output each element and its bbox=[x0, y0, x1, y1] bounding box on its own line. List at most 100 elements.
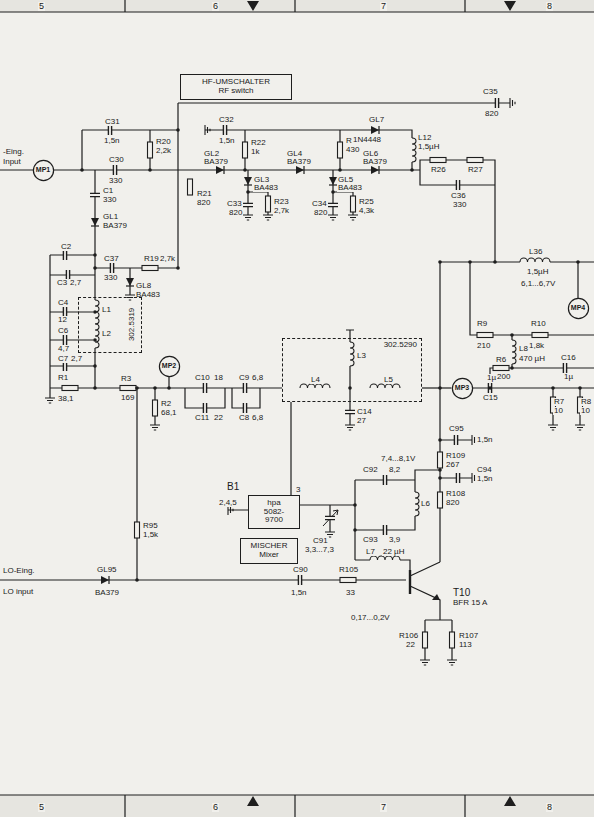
components-part bbox=[371, 166, 379, 174]
component-label: 430 bbox=[345, 146, 360, 154]
component-label: L7 bbox=[365, 548, 376, 556]
component-label: 22 bbox=[213, 414, 224, 422]
component-label: C8 bbox=[238, 414, 250, 422]
ground-symbols-part bbox=[575, 425, 585, 430]
components-part bbox=[298, 574, 301, 586]
ground-symbols-part bbox=[548, 425, 558, 430]
component-label: GL1 bbox=[102, 213, 119, 221]
component-label: R19 bbox=[143, 255, 160, 263]
component-label: C90 bbox=[292, 566, 309, 574]
junction-dots-part bbox=[353, 528, 357, 532]
components-part bbox=[300, 384, 330, 390]
components-part bbox=[370, 384, 400, 390]
component-label: R3 bbox=[120, 375, 132, 383]
components-part bbox=[203, 382, 206, 394]
components-part bbox=[142, 266, 158, 271]
component-label: C16 bbox=[560, 354, 577, 362]
node-text: MP1 bbox=[36, 166, 50, 174]
component-label: 267 bbox=[445, 461, 460, 469]
ground-symbols-part bbox=[205, 125, 210, 135]
component-label: BFR 15 A bbox=[452, 599, 488, 607]
components-part bbox=[91, 218, 99, 226]
component-label: 27 bbox=[356, 417, 367, 425]
component-label: C95 bbox=[448, 425, 465, 433]
components-part bbox=[94, 324, 100, 348]
component-label: 7 bbox=[380, 803, 387, 812]
component-label: L12 bbox=[417, 134, 432, 142]
component-label: C10 bbox=[194, 374, 211, 382]
components-part bbox=[327, 203, 339, 206]
components-part bbox=[383, 474, 386, 486]
node-text: MISCHER bbox=[251, 542, 288, 551]
ground-symbols-part bbox=[263, 215, 273, 220]
component-label: 1k bbox=[250, 148, 260, 156]
component-label: 2,7k bbox=[159, 255, 176, 263]
component-label: GL2 bbox=[203, 150, 220, 158]
component-label: 0,17...0,2V bbox=[350, 614, 391, 622]
components-part bbox=[423, 632, 428, 648]
component-label: 169 bbox=[120, 394, 135, 402]
component-label: GL3 bbox=[253, 176, 270, 184]
measuring-point: MP3 bbox=[452, 378, 473, 399]
junction-dots-part bbox=[438, 438, 442, 442]
component-label: C2 bbox=[60, 243, 72, 251]
component-label: BA379 bbox=[286, 158, 312, 166]
component-label: 2,7 bbox=[69, 279, 82, 287]
component-label: 330 bbox=[108, 177, 123, 185]
component-label: 1,5k bbox=[142, 531, 159, 539]
component-label: 6 bbox=[212, 2, 219, 11]
component-label: 2,7k bbox=[273, 207, 290, 215]
component-label: 8 bbox=[546, 2, 553, 11]
components-part bbox=[411, 138, 417, 162]
component-label: 1,5n bbox=[218, 137, 236, 145]
ground-symbols-part bbox=[510, 98, 515, 108]
component-label: GL6 bbox=[362, 150, 379, 158]
wires-part bbox=[0, 103, 510, 268]
ground-symbols-part bbox=[345, 425, 355, 430]
components-part bbox=[244, 177, 252, 185]
components-part bbox=[94, 300, 100, 324]
component-label: 12 bbox=[57, 316, 68, 324]
junction-dots-part bbox=[551, 386, 555, 390]
junction-dots-part bbox=[353, 503, 357, 507]
component-label: 4,3k bbox=[358, 207, 375, 215]
junction-dots-part bbox=[438, 260, 442, 264]
components-part bbox=[329, 177, 337, 185]
component-label: 200 bbox=[496, 373, 511, 381]
component-label: 6 bbox=[212, 803, 219, 812]
component-label: 5 bbox=[38, 2, 45, 11]
component-label: 820 bbox=[313, 209, 328, 217]
component-label: C94 bbox=[476, 466, 493, 474]
component-label: 820 bbox=[484, 110, 499, 118]
ground-symbols-part bbox=[328, 215, 338, 220]
junction-dots-part bbox=[438, 476, 442, 480]
components-part bbox=[243, 382, 246, 394]
component-label: 1µ bbox=[486, 374, 497, 382]
junction-dots-part bbox=[243, 168, 247, 172]
component-label: LO-Eing. bbox=[2, 567, 36, 575]
mixer-box: hpa 5082- 9700 bbox=[248, 495, 300, 529]
junction-dots-part bbox=[148, 168, 152, 172]
components-part bbox=[467, 158, 483, 163]
component-label: 2,4,5 bbox=[218, 499, 238, 507]
component-label: GL95 bbox=[96, 566, 118, 574]
ground-symbols bbox=[45, 98, 585, 665]
components-part bbox=[450, 632, 455, 648]
node-text: MP4 bbox=[571, 304, 585, 312]
junction-dots bbox=[80, 128, 582, 582]
component-label: 68,1 bbox=[160, 409, 178, 417]
wires-part bbox=[0, 262, 472, 660]
component-label: C35 bbox=[482, 88, 499, 96]
component-label: R105 bbox=[338, 566, 359, 574]
ground-symbols-part bbox=[420, 660, 430, 665]
components-part bbox=[383, 524, 386, 536]
component-label: 1,8k bbox=[528, 342, 545, 350]
component-label: 2,2k bbox=[155, 147, 172, 155]
component-label: L3 bbox=[356, 352, 367, 360]
component-label: 2,7 bbox=[70, 355, 83, 363]
components-part bbox=[495, 97, 498, 109]
component-label: C7 bbox=[57, 355, 69, 363]
components-part bbox=[242, 203, 254, 206]
junction-dots-part bbox=[93, 310, 97, 314]
component-label: 6,8 bbox=[251, 414, 264, 422]
